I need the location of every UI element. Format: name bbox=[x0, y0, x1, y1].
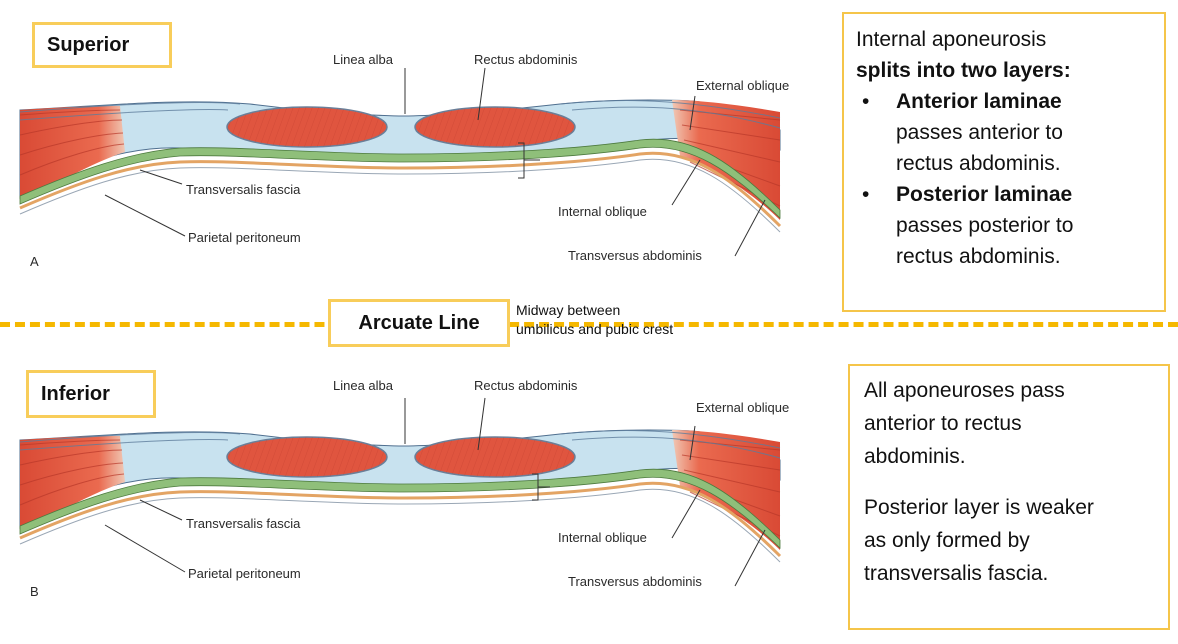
superior-note-line-1: Internal aponeurosis bbox=[856, 28, 1047, 51]
posterior-laminae-text-1: passes posterior to bbox=[896, 214, 1074, 237]
label-transversus-bottom: Transversus abdominis bbox=[568, 574, 702, 589]
panel-letter-b: B bbox=[30, 584, 39, 599]
superior-note-box: Internal aponeurosis splits into two lay… bbox=[842, 12, 1166, 312]
bullet-icon: • bbox=[862, 183, 870, 206]
anterior-laminae-text-2: rectus abdominis. bbox=[896, 152, 1061, 175]
laminae-list: • Anterior laminae passes anterior to re… bbox=[856, 86, 1152, 272]
inferior-note-line-5: as only formed by bbox=[864, 529, 1030, 552]
anterior-laminae-title: Anterior laminae bbox=[896, 90, 1062, 113]
label-peritoneum-bottom: Parietal peritoneum bbox=[188, 566, 301, 581]
inferior-cross-section: Linea alba Rectus abdominis External obl… bbox=[18, 378, 789, 599]
arcuate-note-line-1: Midway between bbox=[516, 302, 621, 318]
label-external-oblique-bottom: External oblique bbox=[696, 400, 789, 415]
inferior-note-box: All aponeuroses pass anterior to rectus … bbox=[848, 364, 1170, 630]
inferior-note-line-6: transversalis fascia. bbox=[864, 562, 1049, 585]
posterior-laminae-title: Posterior laminae bbox=[896, 183, 1073, 206]
label-linea-alba-bottom: Linea alba bbox=[333, 378, 394, 393]
arcuate-note-line-2: umbilicus and pubic crest bbox=[516, 321, 674, 337]
arcuate-note: Midway between umbilicus and pubic crest bbox=[516, 301, 673, 339]
arcuate-dashed-line bbox=[0, 322, 1178, 327]
arcuate-line-label: Arcuate Line bbox=[358, 311, 480, 334]
arcuate-line-tag: Arcuate Line bbox=[328, 299, 510, 347]
label-transversalis-top: Transversalis fascia bbox=[186, 182, 301, 197]
superior-cross-section: Linea alba Rectus abdominis External obl… bbox=[18, 52, 789, 269]
bullet-icon: • bbox=[862, 90, 870, 113]
inferior-note-line-3: abdominis. bbox=[864, 445, 966, 468]
label-transversus-top: Transversus abdominis bbox=[568, 248, 702, 263]
inferior-note-line-4: Posterior layer is weaker bbox=[864, 496, 1094, 519]
label-internal-oblique-bottom: Internal oblique bbox=[558, 530, 647, 545]
panel-letter-a: A bbox=[30, 254, 39, 269]
label-peritoneum-top: Parietal peritoneum bbox=[188, 230, 301, 245]
label-internal-oblique-top: Internal oblique bbox=[558, 204, 647, 219]
label-rectus-top: Rectus abdominis bbox=[474, 52, 578, 67]
superior-note-line-2: splits into two layers: bbox=[856, 59, 1071, 82]
inferior-tag: Inferior bbox=[26, 370, 156, 418]
list-item: • Anterior laminae passes anterior to re… bbox=[856, 86, 1152, 179]
inferior-note-line-2: anterior to rectus bbox=[864, 412, 1022, 435]
label-rectus-bottom: Rectus abdominis bbox=[474, 378, 578, 393]
inferior-tag-label: Inferior bbox=[41, 382, 110, 405]
posterior-laminae-text-2: rectus abdominis. bbox=[896, 245, 1061, 268]
anterior-laminae-text-1: passes anterior to bbox=[896, 121, 1063, 144]
superior-tag-label: Superior bbox=[47, 33, 130, 56]
inferior-note-line-1: All aponeuroses pass bbox=[864, 379, 1065, 402]
label-external-oblique-top: External oblique bbox=[696, 78, 789, 93]
list-item: • Posterior laminae passes posterior to … bbox=[856, 179, 1152, 272]
label-transversalis-bottom: Transversalis fascia bbox=[186, 516, 301, 531]
label-linea-alba-top: Linea alba bbox=[333, 52, 394, 67]
superior-tag: Superior bbox=[32, 22, 172, 68]
